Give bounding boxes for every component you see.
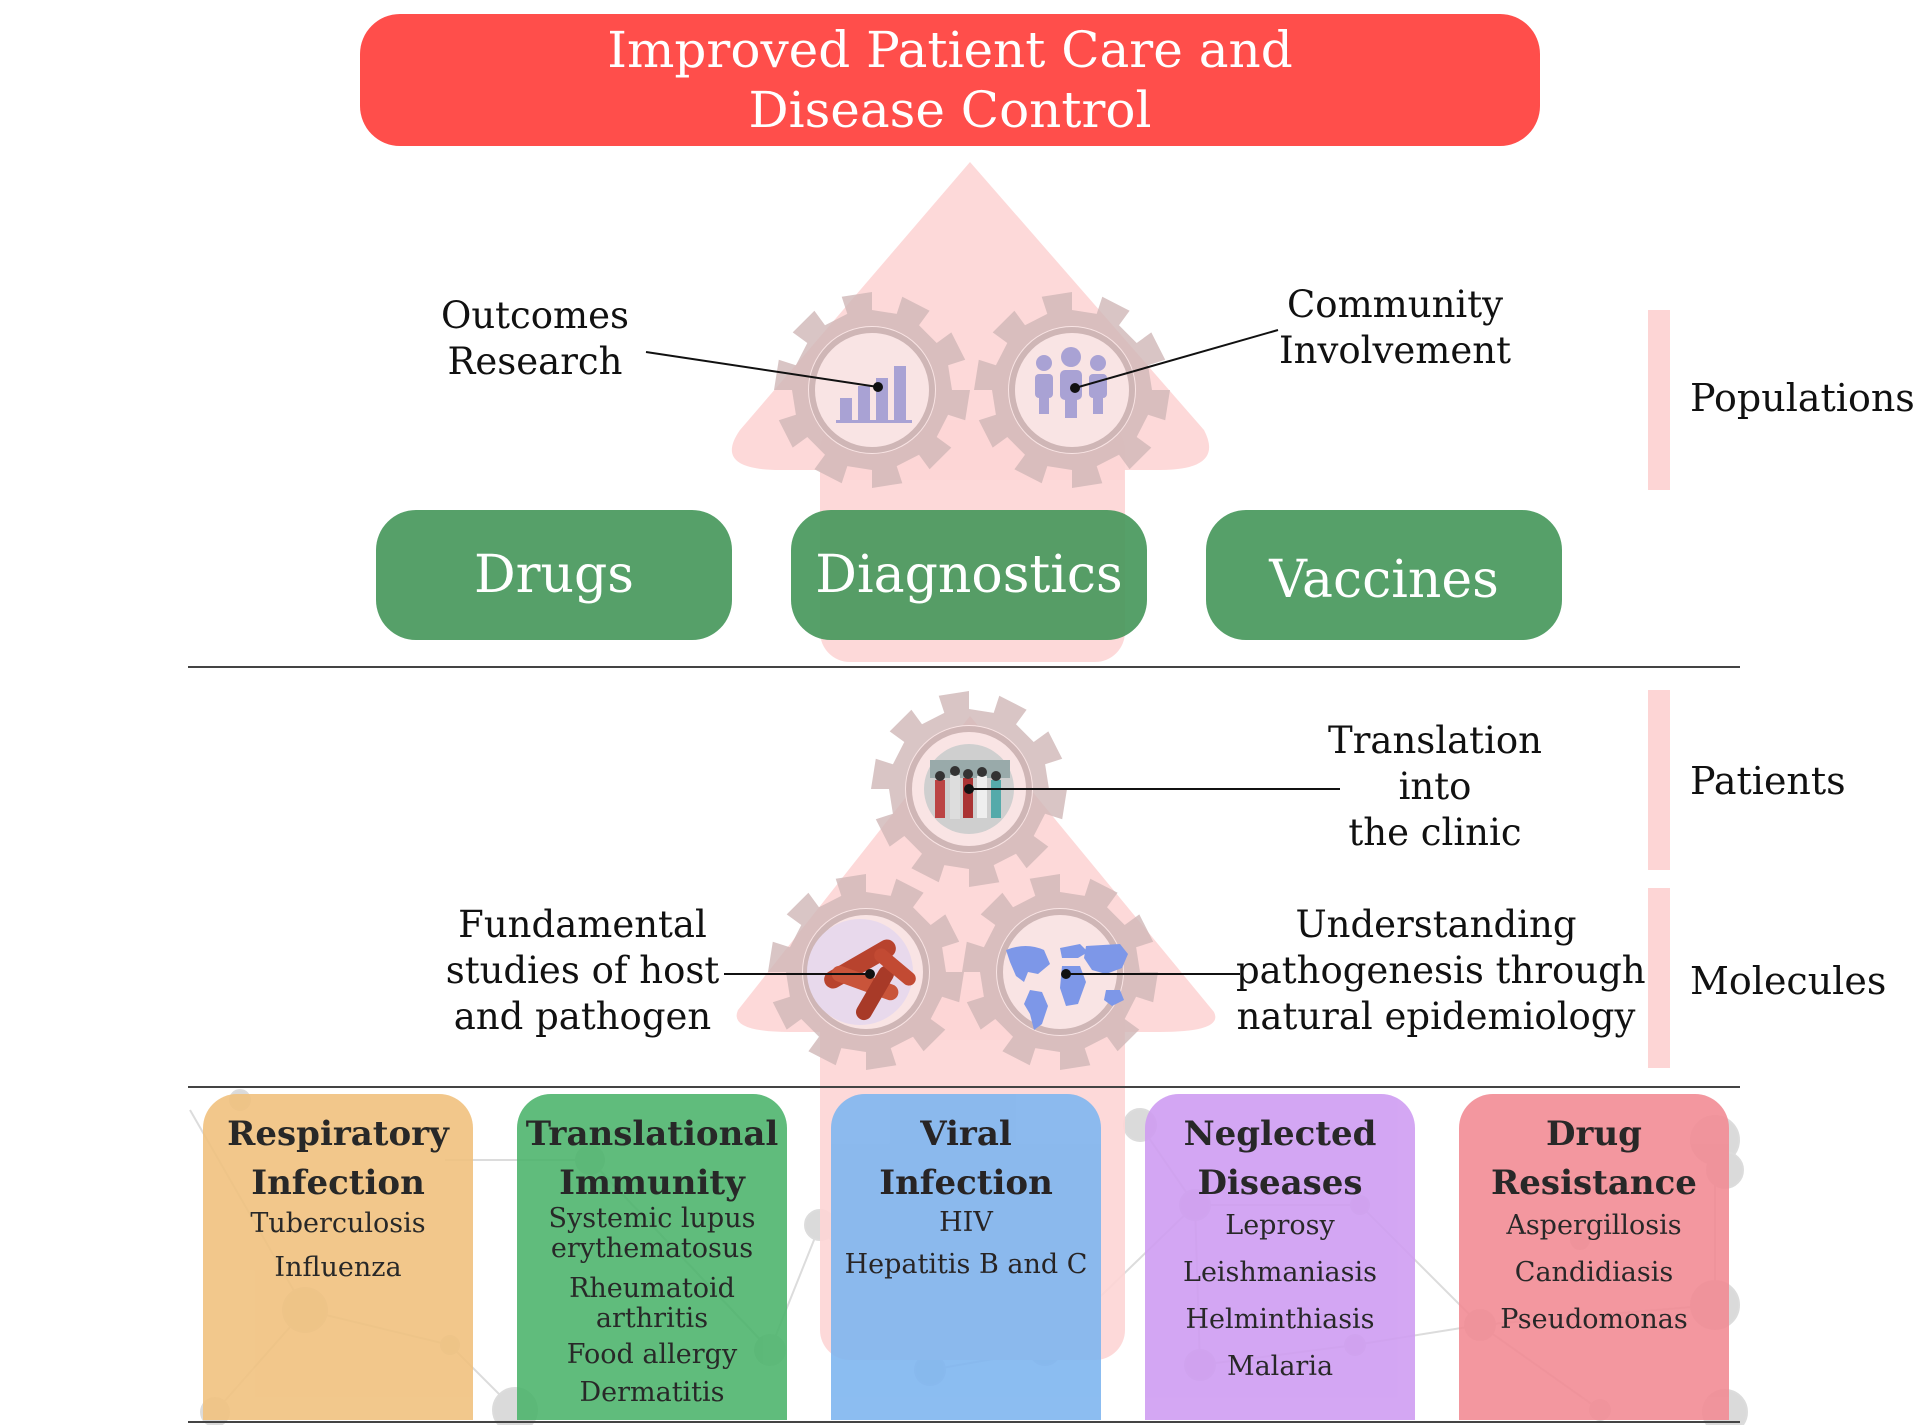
card-item-list: Aspergillosis Candidiasis Pseudomonas bbox=[1500, 1210, 1688, 1335]
populations-label: Populations bbox=[1690, 376, 1915, 420]
title-line-2: Disease Control bbox=[748, 81, 1152, 139]
card-heading: Neglected Diseases bbox=[1183, 1114, 1377, 1203]
card-respiratory-infection: Respiratory Infection Tuberculosis Influ… bbox=[203, 1094, 473, 1420]
patients-label: Patients bbox=[1690, 759, 1846, 803]
title-banner: Improved Patient Care and Disease Contro… bbox=[360, 14, 1540, 146]
card-heading: Drug Resistance bbox=[1491, 1114, 1697, 1203]
card-viral-infection: Viral Infection HIV Hepatitis B and C bbox=[831, 1094, 1101, 1420]
molecules-label: Molecules bbox=[1690, 959, 1887, 1003]
translation-clinic-label: Translation into the clinic bbox=[1328, 719, 1542, 854]
callout-lines bbox=[645, 329, 1340, 979]
card-neglected-diseases: Neglected Diseases Leprosy Leishmaniasis… bbox=[1145, 1094, 1415, 1420]
outcomes-research-label: Outcomes Research bbox=[441, 294, 629, 383]
card-item-list: Systemic lupus erythematosus Rheumatoid … bbox=[548, 1203, 756, 1408]
patients-photo-icon bbox=[924, 744, 1014, 834]
separator-line-middle bbox=[188, 1086, 1740, 1088]
vaccines-box: Vaccines bbox=[1206, 510, 1562, 640]
separator-line-top bbox=[188, 666, 1740, 668]
card-translational-immunity: Translational Immunity Systemic lupus er… bbox=[517, 1094, 787, 1420]
card-heading: Respiratory Infection bbox=[227, 1114, 449, 1203]
molecules-bar bbox=[1648, 888, 1670, 1068]
card-item-list: Tuberculosis Influenza bbox=[250, 1208, 426, 1283]
patients-bar bbox=[1648, 690, 1670, 870]
card-item-list: HIV Hepatitis B and C bbox=[844, 1207, 1088, 1280]
title-line-1: Improved Patient Care and bbox=[607, 21, 1293, 79]
fundamental-studies-label: Fundamental studies of host and pathogen bbox=[445, 903, 720, 1038]
card-item-list: Leprosy Leishmaniasis Helminthiasis Mala… bbox=[1183, 1210, 1377, 1382]
card-heading: Translational Immunity bbox=[525, 1114, 779, 1203]
card-heading: Viral Infection bbox=[879, 1114, 1053, 1203]
diagnostics-box: Diagnostics bbox=[791, 510, 1147, 640]
understanding-pathogenesis-label: Understanding pathogenesis through natur… bbox=[1236, 903, 1646, 1038]
community-involvement-label: Community Involvement bbox=[1279, 283, 1511, 372]
populations-bar bbox=[1648, 310, 1670, 490]
separator-line-bottom bbox=[188, 1421, 1740, 1423]
drugs-box: Drugs bbox=[376, 510, 732, 640]
card-drug-resistance: Drug Resistance Aspergillosis Candidiasi… bbox=[1459, 1094, 1729, 1420]
